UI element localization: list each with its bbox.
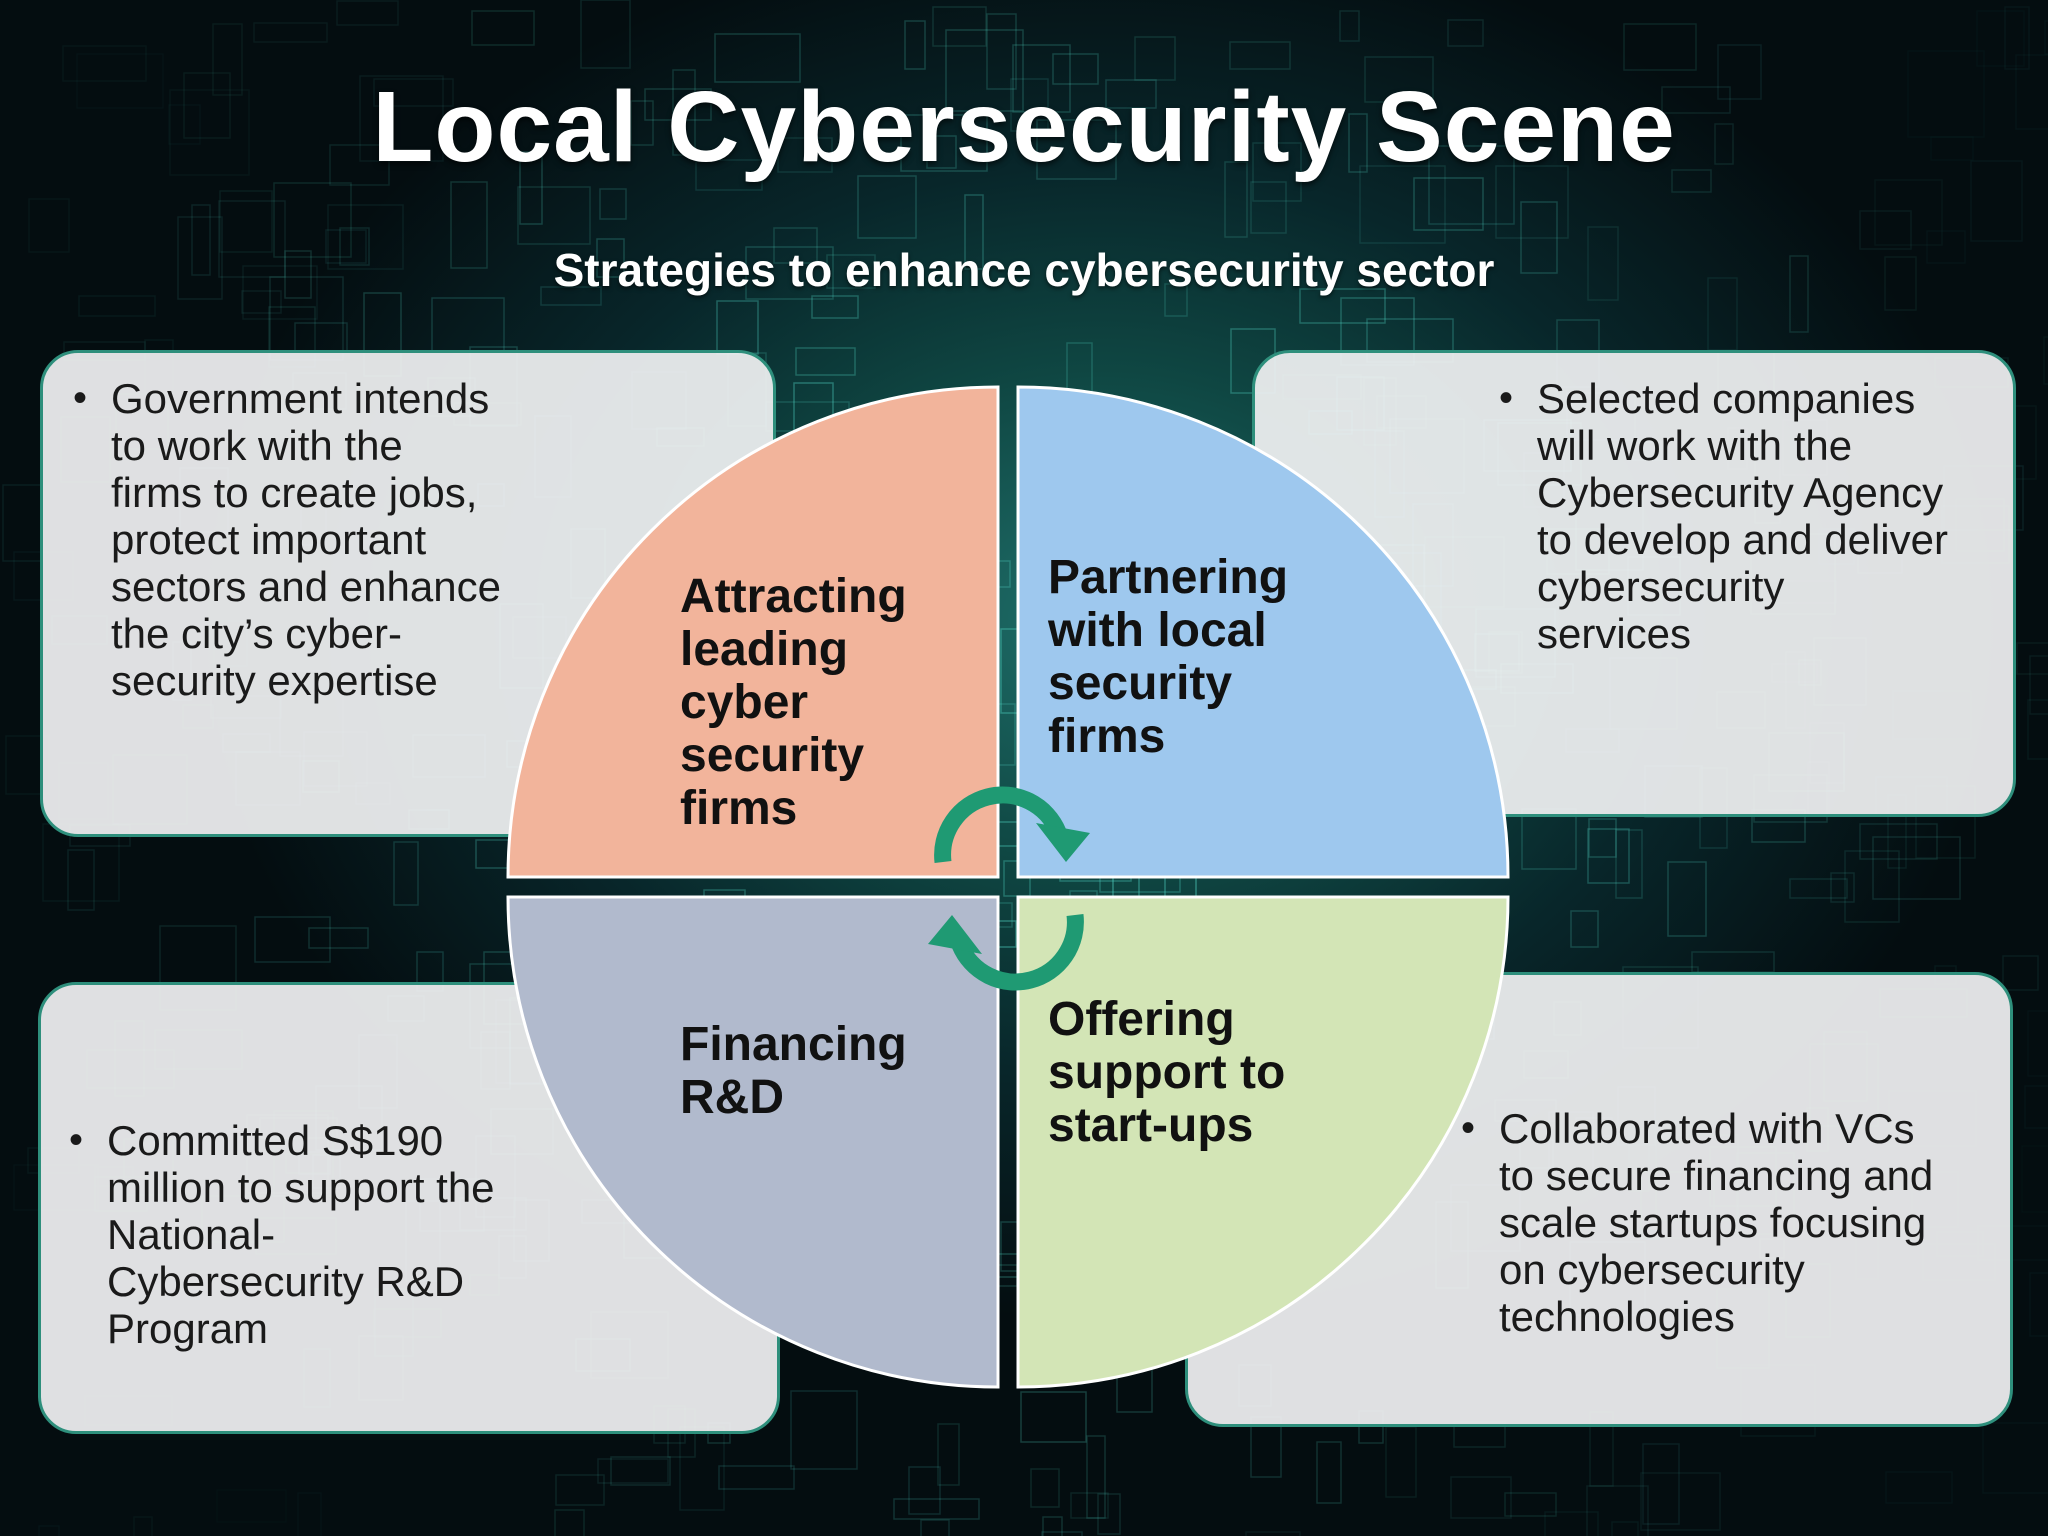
bullet-top-left: Government intends to work with the firm… [65, 375, 585, 704]
quadrant-label-startup-support: Offering support to start-ups [1048, 993, 1286, 1152]
bullet-bottom-right: Collaborated with VCs to secure financin… [1453, 1105, 1973, 1340]
cycle-arrow-bottom [952, 914, 1084, 991]
quadrant-bottom-left [506, 895, 1000, 1389]
quadrant-label-financing-rd: Financing R&D [680, 1018, 907, 1124]
page-title: Local Cybersecurity Scene [372, 71, 1676, 183]
cycle-arrows-icon [928, 786, 1090, 991]
quadrant-label-partnering-firms: Partnering with local security firms [1048, 551, 1289, 763]
quadrant-bottom-right [1016, 895, 1510, 1389]
cycle-arrow-top-head [1036, 823, 1090, 862]
cycle-arrow-top [934, 786, 1066, 863]
quadrant-top-right [1016, 385, 1510, 879]
bullet-top-right: Selected companies will work with the Cy… [1491, 375, 1991, 657]
cycle-arrow-bottom-head [928, 915, 982, 954]
bullet-bottom-left: Committed S$190 million to support the N… [61, 1117, 561, 1352]
quadrant-label-attracting-firms: Attracting leading cyber security firms [680, 570, 907, 835]
quadrant-top-left [506, 385, 1000, 879]
page-subtitle: Strategies to enhance cybersecurity sect… [553, 244, 1495, 296]
